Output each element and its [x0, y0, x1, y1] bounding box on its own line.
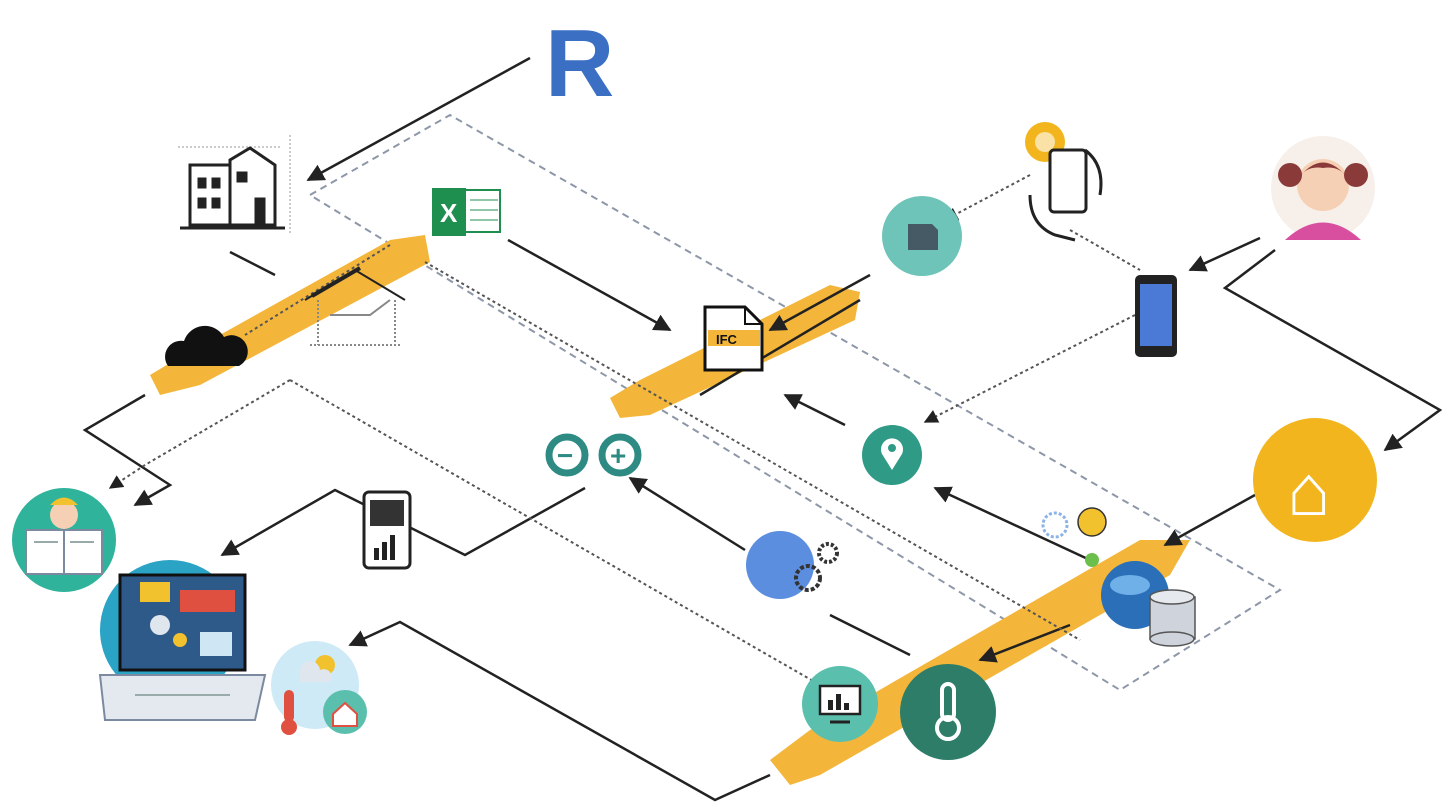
weather-icons: [1041, 507, 1107, 567]
building-blueprint-icon: [178, 135, 291, 235]
roof-structure-icon: [304, 266, 406, 346]
sensor-chip-icon: [882, 196, 962, 276]
file-document-icon: IFC: [703, 305, 764, 372]
engineer-reading-icon: [12, 488, 116, 592]
arduino-plus: +: [610, 440, 626, 471]
solid-connectors: [82, 56, 1442, 802]
thermometer-icon: [900, 664, 996, 760]
revit-letter: R: [545, 10, 614, 117]
tablet-chart-icon: [362, 490, 412, 570]
weather-home-icon: [271, 641, 367, 735]
home-glyph: ⌂: [1287, 451, 1331, 531]
dashed-frame: [308, 113, 1282, 692]
smartphone-icon: [1135, 275, 1177, 357]
monitor-chart-icon: [802, 666, 878, 742]
dotted-connectors: [108, 174, 1141, 686]
excel-letter: X: [440, 198, 458, 228]
excel-icon: X: [432, 188, 501, 236]
arduino-minus: −: [557, 440, 573, 471]
strip-left: [150, 235, 430, 395]
hand-smartphone-icon: [1025, 122, 1103, 242]
cloud-gears-icon: [746, 531, 839, 599]
revit-logo-icon: R: [545, 10, 614, 117]
cloud-icon: [165, 325, 248, 366]
arduino-icon: − +: [545, 433, 642, 477]
user-avatar-icon: [1271, 136, 1375, 240]
strip-right: [770, 540, 1190, 785]
database-globe-icon: [1101, 561, 1196, 647]
location-pin-icon: [862, 425, 922, 485]
house-icon: ⌂: [1253, 418, 1377, 542]
file-label: IFC: [716, 332, 738, 347]
laptop-dashboard-icon: [98, 560, 267, 721]
